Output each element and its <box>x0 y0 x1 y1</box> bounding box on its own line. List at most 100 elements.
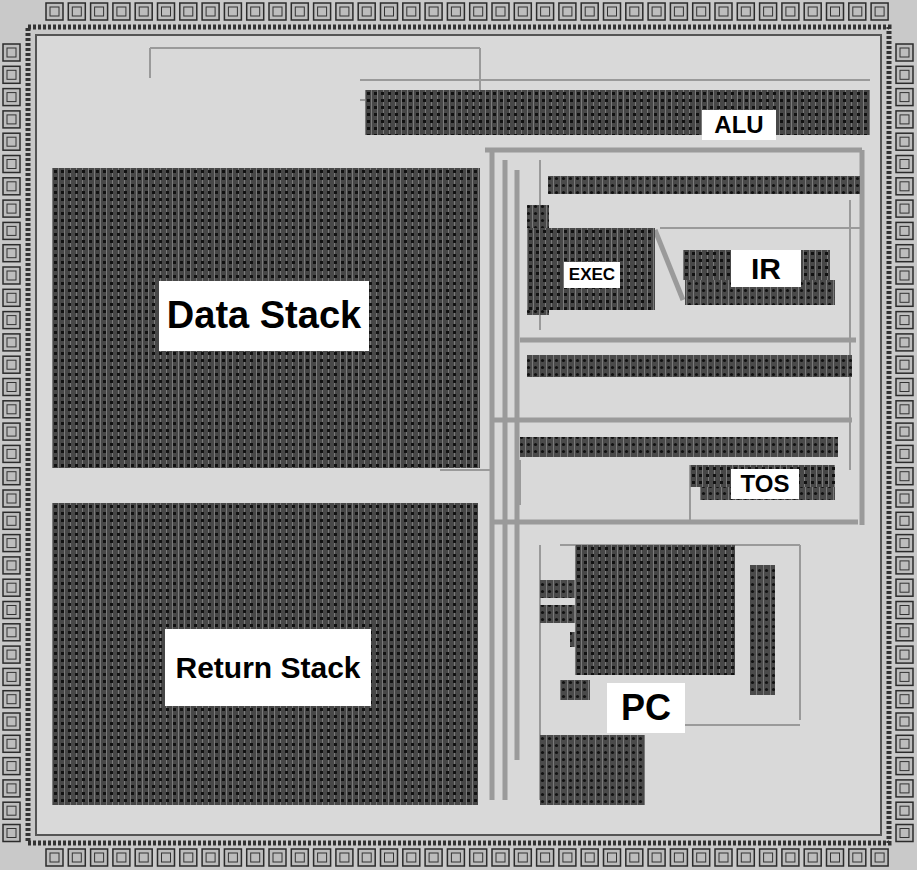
pad-via <box>7 449 16 458</box>
pad-via <box>7 115 16 124</box>
bond-pad <box>3 646 20 663</box>
pad-via <box>900 115 909 124</box>
pad-via <box>764 7 773 16</box>
pad-via <box>900 583 909 592</box>
bond-pad <box>180 849 197 866</box>
bond-pad <box>202 3 219 20</box>
pad-via <box>608 853 617 862</box>
pad-via <box>900 405 909 414</box>
block-label: TOS <box>741 471 790 497</box>
metal-wire <box>490 520 858 525</box>
pad-via <box>900 516 909 525</box>
pad-via <box>318 7 327 16</box>
cell-row <box>540 735 645 805</box>
pad-via <box>518 7 527 16</box>
pad-via <box>900 762 909 771</box>
bond-pad <box>896 379 913 396</box>
label-patch: EXEC <box>564 262 620 289</box>
bond-pad <box>3 401 20 418</box>
pad-via <box>719 7 728 16</box>
bond-pad <box>804 849 821 866</box>
bond-pad <box>896 245 913 262</box>
pad-via <box>900 249 909 258</box>
bond-pad <box>715 3 732 20</box>
bond-pad <box>336 849 353 866</box>
bond-pad <box>670 849 687 866</box>
pad-via <box>900 829 909 838</box>
label-patch: IR <box>731 250 801 287</box>
pad-via <box>451 853 460 862</box>
pad-via <box>7 48 16 57</box>
pad-via <box>7 539 16 548</box>
bond-pad <box>68 849 85 866</box>
pad-via <box>900 48 909 57</box>
pad-via <box>228 853 237 862</box>
bond-pad <box>896 802 913 819</box>
metal-wire <box>799 545 801 720</box>
pad-via <box>630 853 639 862</box>
bond-pad <box>135 3 152 20</box>
metal-wire <box>655 230 683 300</box>
bond-pad <box>381 3 398 20</box>
bond-pad <box>358 3 375 20</box>
pad-via <box>251 7 260 16</box>
bond-pad <box>804 3 821 20</box>
bond-pad <box>537 849 554 866</box>
pad-via <box>184 853 193 862</box>
bond-pad <box>896 44 913 61</box>
label-patch: Data Stack <box>159 281 369 351</box>
bond-pad <box>3 89 20 106</box>
bond-pad <box>896 156 913 173</box>
pad-via <box>7 271 16 280</box>
pad-via <box>429 7 438 16</box>
bond-pad <box>648 3 665 20</box>
bond-pad <box>68 3 85 20</box>
metal-wire <box>490 418 852 423</box>
pad-via <box>900 182 909 191</box>
bond-pad <box>3 512 20 529</box>
bond-pad <box>91 849 108 866</box>
core-area <box>36 35 881 835</box>
bond-pad <box>3 557 20 574</box>
pad-via <box>206 853 215 862</box>
bond-pad <box>447 3 464 20</box>
bond-pad <box>648 849 665 866</box>
pad-via <box>251 853 260 862</box>
bond-pad <box>470 3 487 20</box>
metal-wire <box>440 469 490 471</box>
pad-via <box>853 7 862 16</box>
pad-via <box>7 717 16 726</box>
bond-pad <box>180 3 197 20</box>
label-patch: TOS <box>731 469 800 499</box>
pad-via <box>362 7 371 16</box>
bond-pad <box>247 3 264 20</box>
pad-via <box>50 853 59 862</box>
bond-pad <box>514 3 531 20</box>
pad-via <box>362 853 371 862</box>
metal-wire <box>490 150 495 800</box>
bond-pad <box>849 849 866 866</box>
bond-pad <box>604 3 621 20</box>
pad-via <box>7 226 16 235</box>
bond-pad <box>896 133 913 150</box>
bond-pad <box>158 3 175 20</box>
pad-via <box>7 762 16 771</box>
bond-pad <box>896 468 913 485</box>
bond-pad <box>314 3 331 20</box>
bond-pad <box>224 3 241 20</box>
bond-pad <box>782 3 799 20</box>
standard-cell-rows <box>520 176 860 805</box>
bond-pad <box>358 849 375 866</box>
bond-pad <box>3 490 20 507</box>
bond-pad <box>896 691 913 708</box>
pad-via <box>900 271 909 280</box>
pad-via <box>7 383 16 392</box>
pad-via <box>831 853 840 862</box>
bond-pad <box>896 735 913 752</box>
pad-via <box>7 739 16 748</box>
bond-pad <box>158 849 175 866</box>
bond-pad <box>604 849 621 866</box>
pad-via <box>900 383 909 392</box>
bond-pad <box>715 849 732 866</box>
pad-via <box>385 853 394 862</box>
